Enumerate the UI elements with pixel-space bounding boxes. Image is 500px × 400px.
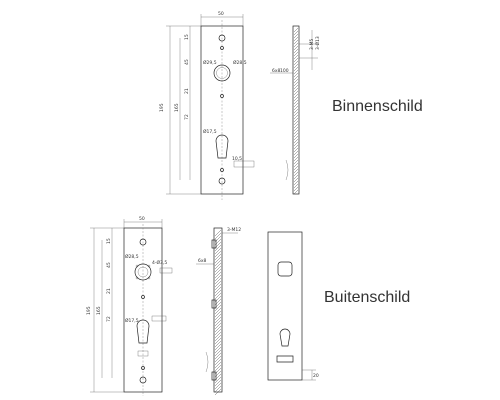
binnen-top-screw-hole [218, 34, 226, 42]
binnen-side4-dim: 100 [280, 68, 289, 74]
buiten-width-dim: 50 [139, 216, 145, 222]
binnen-note-dim: 10,5 [232, 156, 242, 162]
binnen-side1-dim: 3-M5 [309, 39, 315, 50]
buiten-back-outline [267, 231, 303, 381]
binnen-hole2-dim: Ø28,5 [233, 59, 247, 66]
buiten-side1-dim: 3-M12 [227, 227, 241, 233]
binnen-side2-dim: 3-Ø13 [314, 36, 321, 50]
binnenschild-label: Binnenschild [332, 98, 423, 115]
buiten-bottom-dim: 20 [313, 373, 319, 379]
buitenschild-side-view: 3-M12 6x8 [196, 227, 241, 396]
buiten-d1-dim: 165 [96, 306, 102, 315]
binnen-handle-hole [213, 64, 231, 82]
binnen-total-dim: 195 [159, 103, 165, 112]
binnen-plate-outline [200, 25, 244, 195]
buiten-rosette [134, 263, 152, 281]
binnen-side-outline [292, 25, 300, 195]
buiten-d4-dim: 21 [106, 288, 112, 294]
binnenschild-side-view: 3-M5 3-Ø13 6x8 100 [270, 25, 321, 195]
buiten-total-dim: 195 [86, 306, 92, 315]
buitenschild-front-view: 50 195 165 15 45 21 72 Ø28,5 4-Ø3,5 Ø17,… [86, 216, 173, 396]
buiten-back-cylinder [279, 328, 291, 347]
binnenschild-front-view: 50 195 165 15 45 21 72 Ø29,5 Ø28,5 Ø17,5… [159, 11, 255, 200]
buitenschild-label: Buitenschild [324, 289, 411, 306]
binnen-d3-dim: 45 [184, 59, 190, 65]
buiten-back-square-boss [277, 261, 293, 277]
buiten-side2-dim: 6x8 [198, 258, 207, 264]
binnen-d4-dim: 21 [184, 88, 190, 94]
buiten-top-screw-hole [139, 238, 147, 246]
binnen-cylinder-cutout [215, 134, 229, 159]
buiten-side-outline [213, 227, 223, 393]
buiten-cylinder-cutout [136, 319, 150, 344]
buiten-hole1-dim: Ø28,5 [125, 253, 139, 260]
buiten-d3-dim: 45 [106, 262, 112, 268]
binnen-hole1-dim: Ø29,5 [203, 59, 217, 66]
binnen-d1-dim: 165 [174, 103, 180, 112]
buiten-hole3-dim: Ø17,5 [125, 317, 139, 324]
buiten-d5-dim: 72 [106, 316, 112, 322]
binnen-side3-dim: 6x8 [272, 68, 281, 74]
binnen-d5-dim: 72 [184, 114, 190, 120]
buiten-d2-dim: 15 [106, 238, 112, 244]
buitenschild-back-view: 20 [267, 231, 319, 381]
binnen-d2-dim: 15 [184, 34, 190, 40]
buiten-hole2-dim: 4-Ø3,5 [152, 259, 167, 266]
binnen-width-dim: 50 [218, 11, 224, 17]
binnen-hole3-dim: Ø17,5 [203, 128, 217, 135]
